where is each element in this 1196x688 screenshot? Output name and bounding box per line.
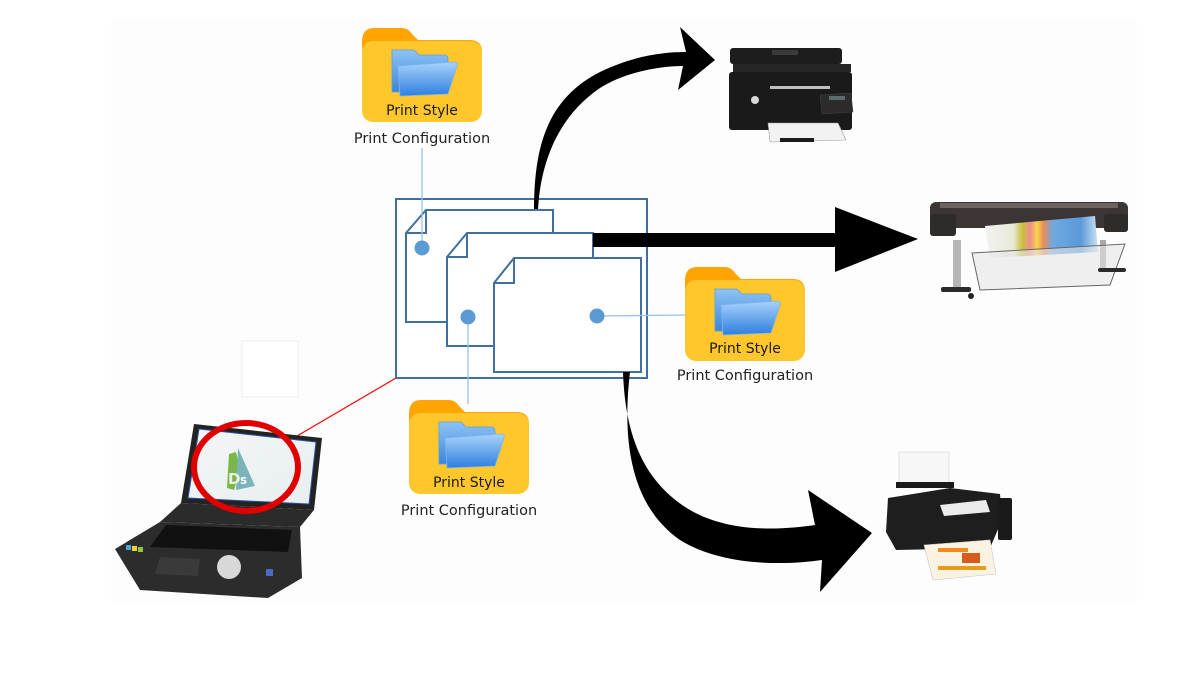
print-configuration-caption-bottom: Print Configuration — [401, 503, 537, 519]
arrow-to-mfp-printer — [534, 27, 715, 212]
svg-text:s: s — [240, 473, 247, 487]
print-configuration-caption-right: Print Configuration — [677, 368, 813, 384]
print-style-folder-right[interactable]: Print Style — [684, 266, 806, 362]
arrow-to-inkjet-printer — [623, 372, 872, 592]
empty-placeholder-box — [241, 340, 299, 398]
attachment-dot-document-3 — [589, 308, 605, 324]
multifunction-printer[interactable] — [729, 48, 854, 143]
svg-text:D: D — [228, 470, 240, 488]
folder-label: Print Style — [386, 103, 458, 119]
large-format-plotter[interactable] — [930, 202, 1128, 299]
attachment-dot-document-2 — [460, 309, 476, 325]
large-format-plotter-icon — [930, 202, 1128, 299]
folder-label: Print Style — [433, 475, 505, 491]
connector-right-folder — [596, 314, 689, 317]
document-3[interactable] — [493, 257, 642, 373]
folder-label: Print Style — [709, 341, 781, 357]
laptop[interactable]: D s — [115, 420, 322, 598]
attachment-dot-document-1 — [414, 240, 430, 256]
highlight-ring — [191, 420, 301, 514]
print-style-folder-bottom[interactable]: Print Style — [408, 399, 530, 495]
print-configuration-caption-top: Print Configuration — [354, 131, 490, 147]
laptop-link-line — [296, 377, 397, 437]
arrow-to-plotter — [593, 207, 918, 272]
inkjet-printer-icon — [886, 451, 1012, 581]
multifunction-printer-icon — [729, 48, 854, 143]
laptop-icon — [115, 424, 322, 598]
print-style-folder-top[interactable]: Print Style — [361, 27, 483, 123]
inkjet-printer[interactable] — [886, 451, 1012, 581]
ds-logo-icon: D s — [227, 448, 255, 490]
